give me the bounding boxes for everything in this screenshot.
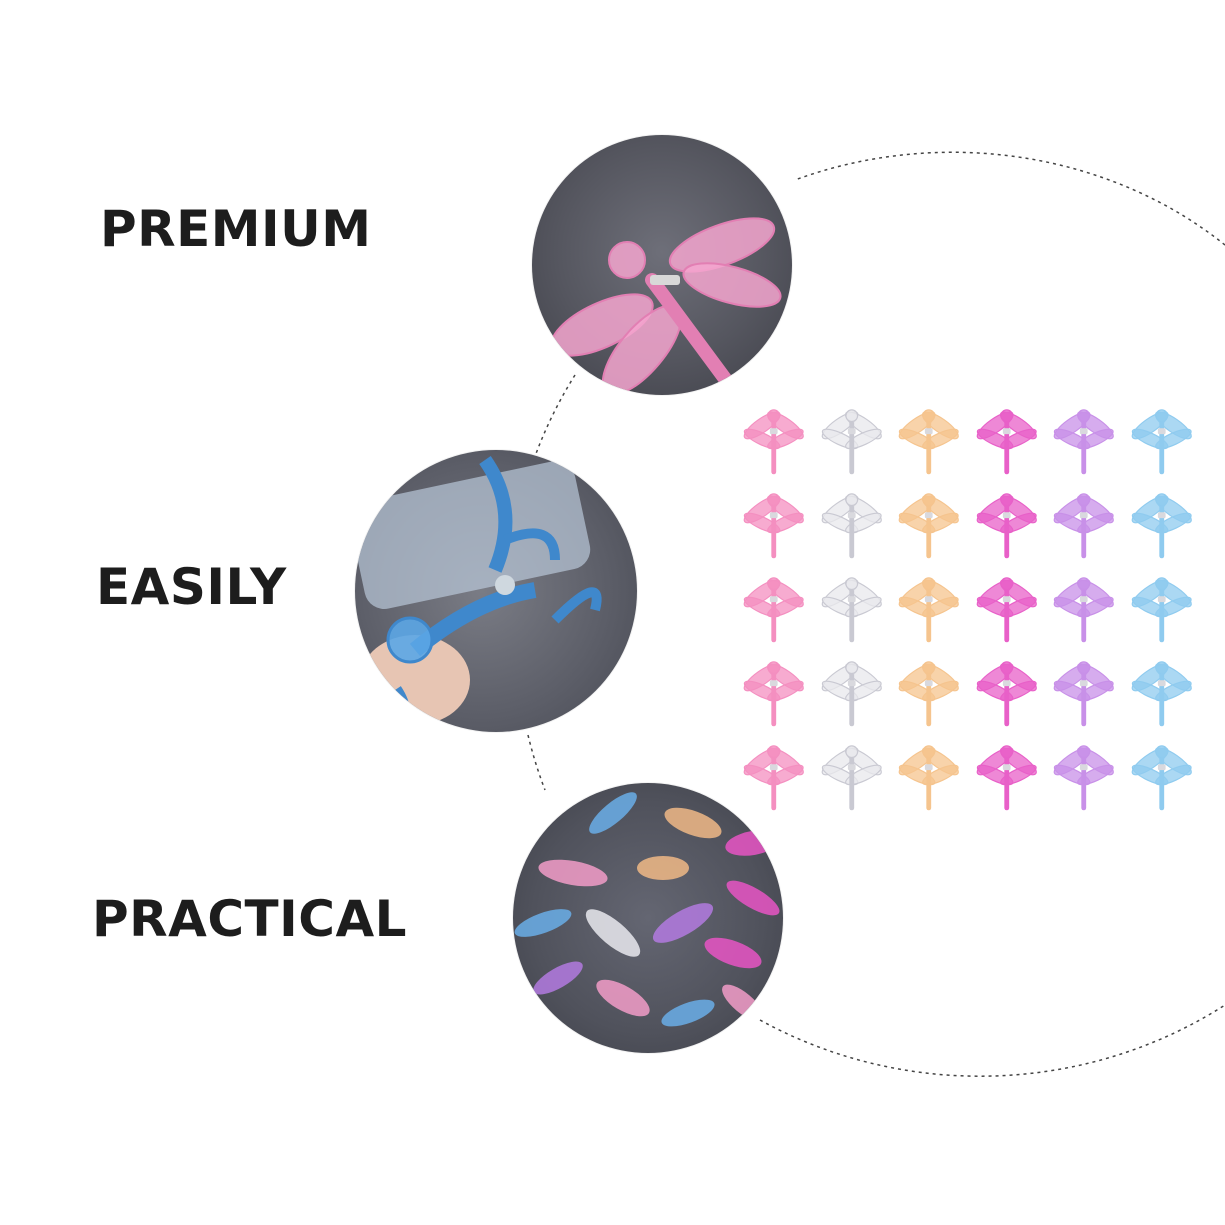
dragonfly-clip-item <box>1123 731 1201 815</box>
dragonfly-clip-item <box>890 647 968 731</box>
dragonfly-clip-icon <box>898 661 959 727</box>
blue-dragonfly-clip-icon <box>355 455 602 732</box>
dragonfly-clip-item <box>968 647 1046 731</box>
dragonfly-clip-item <box>968 563 1046 647</box>
feature-label-premium: PREMIUM <box>100 200 372 258</box>
dragonfly-clip-item <box>813 479 891 563</box>
dragonfly-clip-icon <box>743 745 804 811</box>
dragonfly-clip-icon <box>1131 577 1192 643</box>
feature-label-easily: EASILY <box>96 558 287 616</box>
dragonfly-clip-item <box>1045 479 1123 563</box>
pink-dragonfly-clip-icon <box>550 217 782 395</box>
dragonfly-clip-item <box>813 731 891 815</box>
dragonfly-clip-icon <box>743 661 804 727</box>
dragonfly-clip-icon <box>976 409 1037 475</box>
dragonfly-clip-item <box>735 563 813 647</box>
dragonfly-clip-icon <box>1053 577 1114 643</box>
dragonfly-clip-item <box>735 647 813 731</box>
dragonfly-clip-item <box>813 395 891 479</box>
dragonfly-clip-icon <box>743 409 804 475</box>
dragonfly-clip-item <box>1045 647 1123 731</box>
dragonfly-clip-icon <box>976 493 1037 559</box>
assorted-dragonfly-clips-icon <box>514 792 781 1027</box>
dragonfly-clip-icon <box>898 745 959 811</box>
dragonfly-clip-icon <box>898 493 959 559</box>
dragonfly-clip-item <box>890 479 968 563</box>
dragonfly-clip-item <box>735 395 813 479</box>
dragonfly-clip-item <box>968 479 1046 563</box>
dragonfly-clip-item <box>813 647 891 731</box>
dragonfly-clip-icon <box>821 577 882 643</box>
dragonfly-clip-item <box>1045 395 1123 479</box>
practical-detail-photo <box>513 783 783 1053</box>
dragonfly-clip-item <box>1123 563 1201 647</box>
dragonfly-clip-icon <box>976 745 1037 811</box>
dragonfly-clip-icon <box>1053 493 1114 559</box>
dragonfly-clip-icon <box>898 409 959 475</box>
dragonfly-clip-item <box>1123 647 1201 731</box>
dragonfly-clip-item <box>968 395 1046 479</box>
dragonfly-clip-icon <box>743 577 804 643</box>
dragonfly-clip-icon <box>1131 493 1192 559</box>
dragonfly-clip-item <box>1123 395 1201 479</box>
dragonfly-clip-item <box>890 395 968 479</box>
dragonfly-clip-item <box>1045 731 1123 815</box>
dragonfly-clip-icon <box>743 493 804 559</box>
dragonfly-clip-icon <box>1053 661 1114 727</box>
dragonfly-clip-icon <box>821 661 882 727</box>
dragonfly-clip-assortment-grid <box>735 395 1200 815</box>
dragonfly-clip-item <box>1045 563 1123 647</box>
dragonfly-clip-icon <box>976 577 1037 643</box>
dragonfly-clip-icon <box>1131 745 1192 811</box>
easily-detail-photo <box>355 450 637 732</box>
dragonfly-clip-item <box>735 479 813 563</box>
dragonfly-clip-item <box>968 731 1046 815</box>
dragonfly-clip-item <box>890 731 968 815</box>
feature-label-practical: PRACTICAL <box>92 890 407 948</box>
dragonfly-clip-icon <box>1131 661 1192 727</box>
dragonfly-clip-icon <box>1053 745 1114 811</box>
dragonfly-clip-icon <box>898 577 959 643</box>
dragonfly-clip-icon <box>821 493 882 559</box>
dragonfly-clip-item <box>813 563 891 647</box>
dragonfly-clip-icon <box>821 745 882 811</box>
dragonfly-clip-item <box>735 731 813 815</box>
dragonfly-clip-item <box>890 563 968 647</box>
dragonfly-clip-icon <box>821 409 882 475</box>
dragonfly-clip-item <box>1123 479 1201 563</box>
dragonfly-clip-icon <box>976 661 1037 727</box>
dragonfly-clip-icon <box>1131 409 1192 475</box>
dragonfly-clip-icon <box>1053 409 1114 475</box>
premium-detail-photo <box>532 135 792 395</box>
